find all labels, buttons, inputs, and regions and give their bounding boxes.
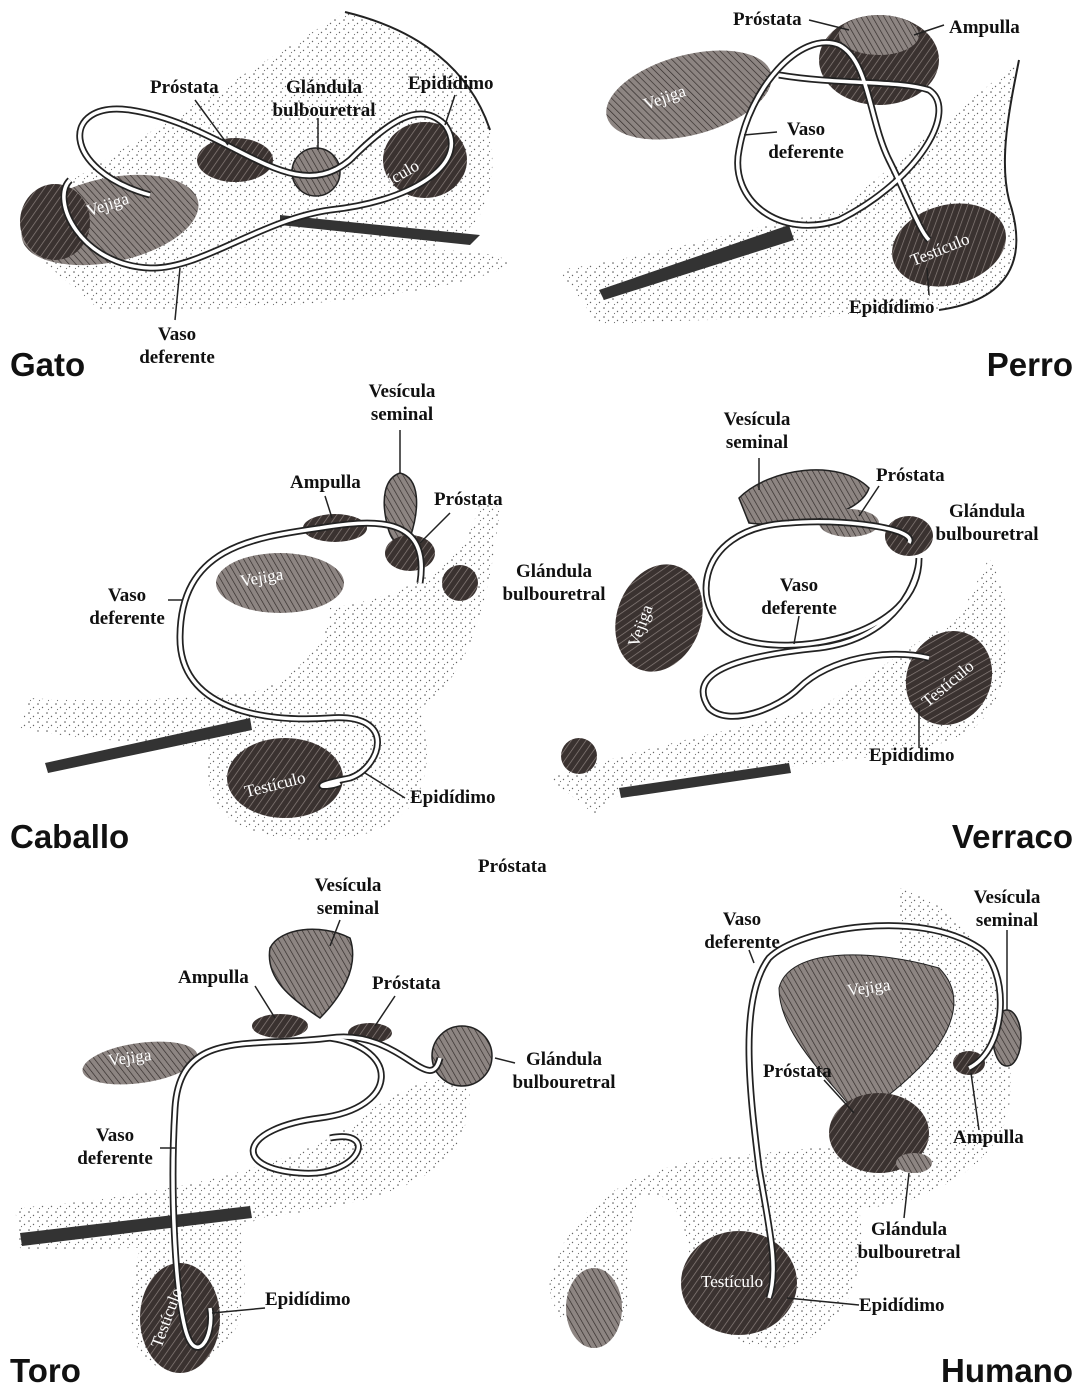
caballo-species-title: Caballo: [10, 818, 129, 856]
gato-label-epididimo: Epidídimo: [408, 72, 494, 95]
toro-label-prostata: Próstata: [372, 972, 441, 995]
humano-label-epididimo: Epidídimo: [859, 1294, 945, 1317]
toro-label-ampulla: Ampulla: [178, 966, 249, 989]
toro-ampulla: [252, 1014, 308, 1038]
panel-toro: Vesícula seminal Ampulla Próstata Glándu…: [0, 868, 540, 1332]
panel-verraco: Vesícula seminal Próstata Glándula bulbo…: [539, 378, 1079, 842]
humano-bulbourethral: [896, 1153, 932, 1173]
panel-humano: Vaso deferente Vesícula seminal Próstata…: [539, 868, 1079, 1332]
verraco-diagram: [539, 378, 1079, 868]
caballo-leader-prostata: [420, 513, 450, 543]
verraco-label-vesicula: Vesícula seminal: [711, 408, 803, 454]
toro-label-epididimo: Epidídimo: [265, 1288, 351, 1311]
verraco-bladder: [601, 552, 718, 684]
perro-label-ampulla: Ampulla: [949, 16, 1020, 39]
verraco-label-vaso: Vaso deferente: [753, 574, 845, 620]
caballo-label-epididimo: Epidídimo: [410, 786, 496, 809]
verraco-species-title: Verraco: [952, 818, 1073, 856]
toro-species-title: Toro: [10, 1352, 81, 1390]
gato-label-glandula: Glándula bulbouretral: [266, 76, 382, 122]
panel-caballo: Vesícula seminal Ampulla Próstata Glándu…: [0, 378, 540, 842]
verraco-accessory: [561, 738, 597, 774]
perro-bladder: [597, 34, 782, 155]
perro-prostate: [839, 15, 919, 55]
verraco-label-prostata: Próstata: [876, 464, 945, 487]
toro-label-vesicula: Vesícula seminal: [302, 874, 394, 920]
perro-label-epididimo: Epidídimo: [849, 296, 935, 319]
humano-label-testiculo: Testículo: [701, 1272, 763, 1292]
gato-bladder-dark: [20, 184, 90, 260]
caballo-label-prostata: Próstata: [434, 488, 503, 511]
perro-label-vaso: Vaso deferente: [761, 118, 851, 164]
humano-species-title: Humano: [941, 1352, 1073, 1390]
toro-label-vaso: Vaso deferente: [68, 1124, 162, 1170]
humano-label-glandula: Glándula bulbouretral: [849, 1218, 969, 1264]
humano-glans: [566, 1268, 622, 1348]
humano-label-vesicula: Vesícula seminal: [961, 886, 1053, 932]
toro-leader-ampulla: [255, 986, 275, 1018]
verraco-leader-vaso: [794, 616, 799, 644]
verraco-label-glandula: Glándula bulbouretral: [927, 500, 1047, 546]
humano-label-vaso: Vaso deferente: [695, 908, 789, 954]
toro-bulbourethral: [432, 1026, 492, 1086]
caballo-bulbourethral: [442, 565, 478, 601]
toro-vesicle: [269, 929, 352, 1018]
gato-label-prostata: Próstata: [150, 76, 219, 99]
gato-label-vaso: Vaso deferente: [130, 323, 224, 369]
humano-label-ampulla: Ampulla: [953, 1126, 1024, 1149]
humano-label-prostata: Próstata: [763, 1060, 832, 1083]
caballo-label-vesicula: Vesícula seminal: [356, 380, 448, 426]
verraco-label-epididimo: Epidídimo: [869, 744, 955, 767]
perro-label-prostata: Próstata: [733, 8, 802, 31]
caballo-label-vaso: Vaso deferente: [80, 584, 174, 630]
toro-leader-prostata: [375, 996, 395, 1026]
caballo-label-ampulla: Ampulla: [290, 471, 361, 494]
